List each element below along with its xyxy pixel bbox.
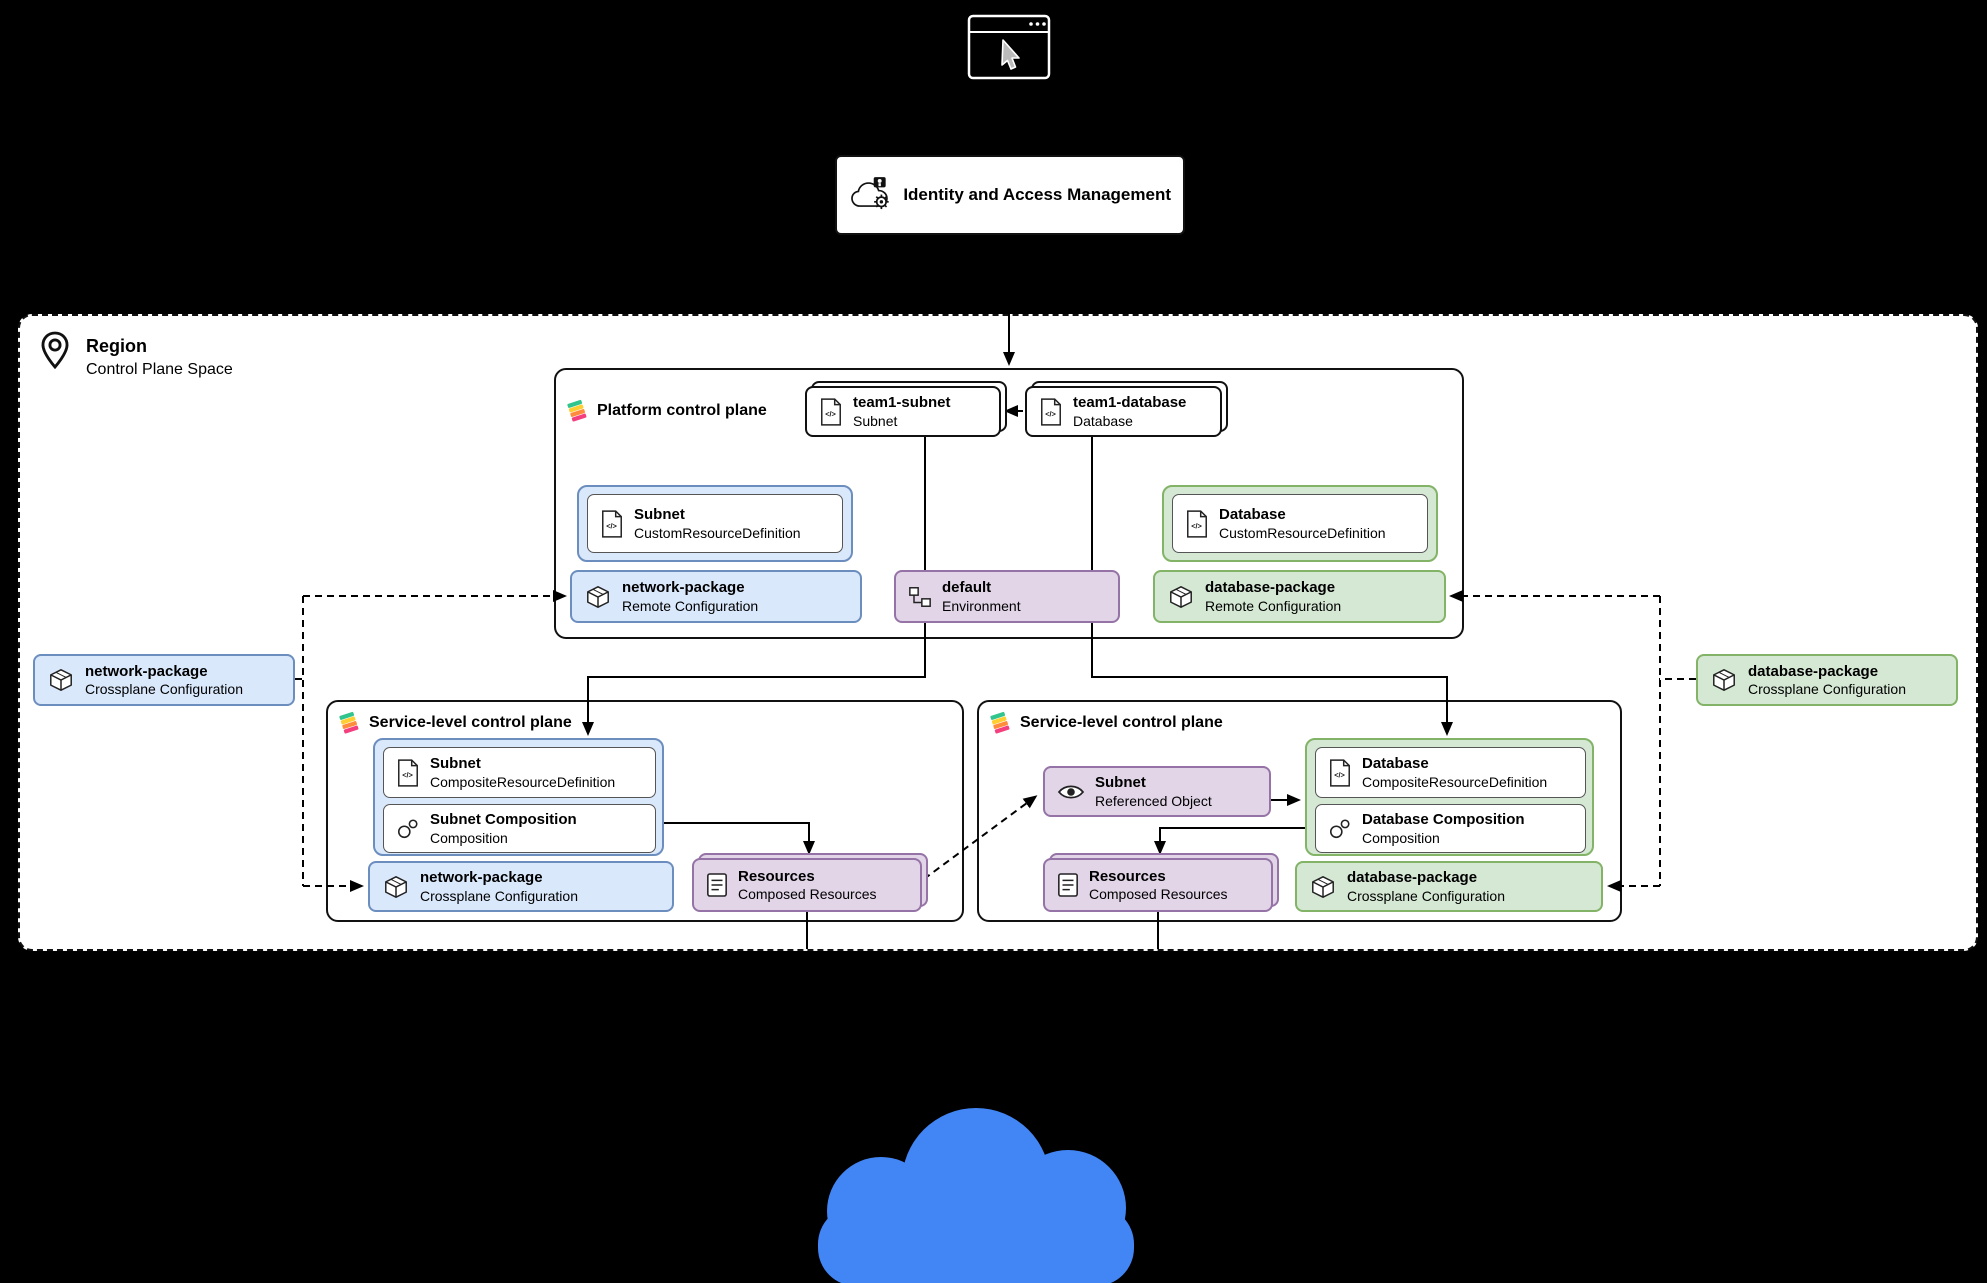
code-file-icon	[1330, 758, 1350, 787]
database-package-remote-config: database-package Remote Configuration	[1153, 570, 1446, 623]
composed-resources-left: Resources Composed Resources	[692, 858, 922, 912]
database-composition: Database Composition Composition	[1315, 804, 1586, 853]
subnet-referenced-object: Subnet Referenced Object	[1043, 766, 1271, 817]
composition-subtitle: Composition	[1362, 829, 1440, 846]
package-subtitle: Crossplane Configuration	[85, 681, 243, 697]
platform-plane-label: Platform control plane	[597, 402, 767, 419]
environment-subtitle: Environment	[942, 597, 1021, 614]
package-subtitle: Remote Configuration	[1205, 597, 1342, 614]
region-subtitle: Control Plane Space	[86, 361, 233, 378]
code-file-icon	[821, 397, 841, 426]
referenced-subtitle: Referenced Object	[1095, 792, 1212, 809]
claim-subtitle: Database	[1073, 412, 1133, 429]
code-file-icon	[602, 509, 622, 538]
composition-title: Subnet Composition	[430, 811, 577, 828]
xrd-subtitle: CompositeResourceDefinition	[1362, 773, 1548, 790]
claim-team1-subnet: team1-subnet Subnet	[805, 386, 1001, 437]
referenced-title: Subnet	[1095, 774, 1146, 791]
composition-icon	[1329, 818, 1350, 838]
package-subtitle: Crossplane Configuration	[420, 887, 578, 904]
browser-icon	[967, 14, 1051, 80]
resources-subtitle: Composed Resources	[738, 886, 877, 902]
external-database-package: database-package Crossplane Configuratio…	[1696, 654, 1958, 706]
package-title: database-package	[1205, 579, 1336, 596]
code-file-icon	[398, 758, 418, 787]
service-right-plane-label: Service-level control plane	[1020, 714, 1223, 731]
composed-resources-right: Resources Composed Resources	[1043, 858, 1273, 912]
package-subtitle: Crossplane Configuration	[1347, 887, 1505, 904]
subnet-composition: Subnet Composition Composition	[383, 804, 656, 853]
package-title: database-package	[1748, 662, 1879, 680]
database-package-crossplane-config: database-package Crossplane Configuratio…	[1295, 861, 1603, 912]
crossplane-logo-icon	[339, 711, 359, 734]
resources-subtitle: Composed Resources	[1089, 886, 1228, 902]
network-package-remote-config: network-package Remote Configuration	[570, 570, 862, 623]
package-icon	[1169, 585, 1193, 608]
subnet-crd: Subnet CustomResourceDefinition	[587, 494, 843, 553]
package-icon	[49, 668, 73, 692]
composition-title: Database Composition	[1362, 811, 1525, 828]
default-environment: default Environment	[894, 570, 1120, 623]
resources-doc-icon	[1058, 873, 1078, 897]
crossplane-logo-icon	[567, 399, 587, 422]
resources-title: Resources	[738, 867, 815, 885]
claim-title: team1-database	[1073, 394, 1187, 411]
claim-team1-database: team1-database Database	[1025, 386, 1222, 437]
package-icon	[1712, 668, 1736, 692]
crd-subtitle: CustomResourceDefinition	[634, 524, 801, 541]
package-icon	[384, 875, 408, 898]
subnet-xrd: Subnet CompositeResourceDefinition	[383, 747, 656, 798]
location-pin-icon	[41, 331, 69, 369]
xrd-subtitle: CompositeResourceDefinition	[430, 773, 616, 790]
service-left-plane-label: Service-level control plane	[369, 714, 572, 731]
resources-title: Resources	[1089, 867, 1166, 885]
crd-title: Subnet	[634, 506, 685, 523]
code-file-icon	[1187, 509, 1207, 538]
crossplane-logo-icon	[990, 711, 1010, 734]
iam-box: Identity and Access Management	[835, 155, 1185, 235]
environment-icon	[909, 586, 931, 607]
network-package-crossplane-config: network-package Crossplane Configuration	[368, 861, 674, 912]
package-icon	[1311, 875, 1335, 898]
xrd-title: Subnet	[430, 755, 481, 772]
code-file-icon	[1041, 397, 1061, 426]
crd-title: Database	[1219, 506, 1286, 523]
database-crd: Database CustomResourceDefinition	[1172, 494, 1428, 553]
composition-subtitle: Composition	[430, 829, 508, 846]
claim-title: team1-subnet	[853, 394, 951, 411]
package-subtitle: Crossplane Configuration	[1748, 681, 1906, 697]
database-xrd: Database CompositeResourceDefinition	[1315, 747, 1586, 798]
eye-icon	[1058, 784, 1084, 799]
claim-subtitle: Subnet	[853, 412, 898, 429]
environment-title: default	[942, 579, 992, 596]
composition-icon	[397, 818, 418, 838]
cloud-shape	[818, 1108, 1134, 1283]
package-title: network-package	[420, 869, 543, 886]
xrd-title: Database	[1362, 755, 1429, 772]
iam-label: Identity and Access Management	[903, 185, 1171, 204]
crd-subtitle: CustomResourceDefinition	[1219, 524, 1386, 541]
package-icon	[586, 585, 610, 608]
package-title: database-package	[1347, 869, 1478, 886]
iam-cloud-gear-icon	[851, 177, 889, 210]
package-subtitle: Remote Configuration	[622, 597, 759, 614]
external-network-package: network-package Crossplane Configuration	[33, 654, 295, 706]
region-title: Region	[86, 336, 147, 356]
resources-doc-icon	[707, 873, 727, 897]
package-title: network-package	[85, 662, 208, 680]
package-title: network-package	[622, 579, 745, 596]
